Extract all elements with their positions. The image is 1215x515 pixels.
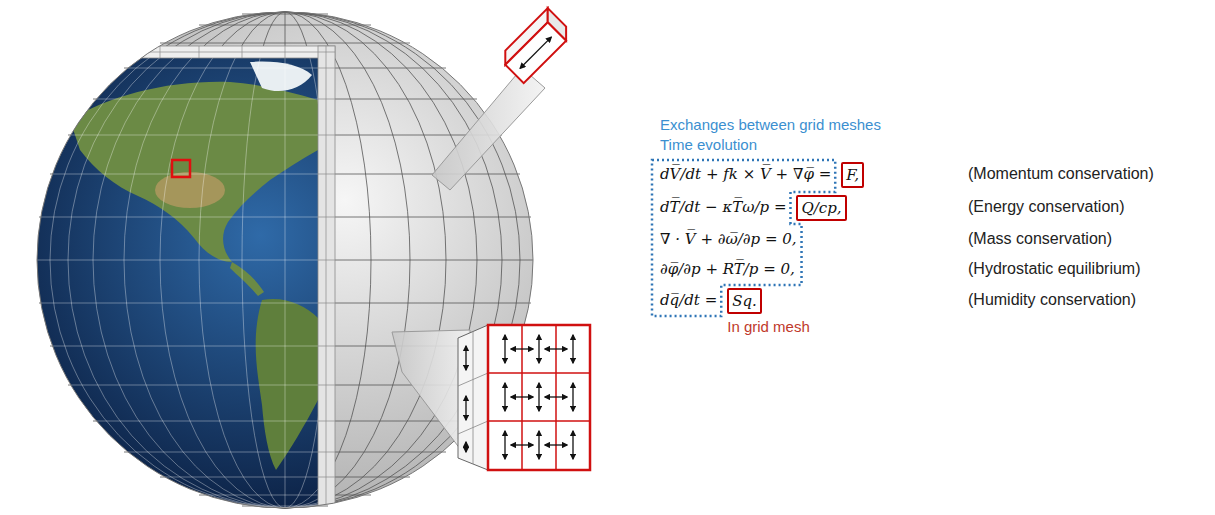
- region-heading: Exchanges between grid meshes: [660, 116, 881, 134]
- equation-part: ∂φ̅/∂p + RT̅/p = 0,: [660, 259, 795, 279]
- note-label: In grid mesh: [727, 317, 810, 337]
- equation-part: dV̅/dt + fk × V̅ + ∇φ̅ =: [660, 164, 831, 184]
- equation-name: (Humidity conservation): [968, 290, 1136, 310]
- box-text: Sq.: [732, 291, 757, 311]
- equation-part: dq̅/dt =: [660, 290, 717, 310]
- region-heading: Time evolution: [660, 136, 757, 154]
- red-box: Q/cp,: [796, 195, 846, 221]
- equation-region: Exchanges between grid meshesTime evolut…: [652, 116, 887, 320]
- box-text: F,: [846, 165, 859, 185]
- red-box: Sq.: [727, 288, 762, 314]
- box-text: Q/cp,: [801, 198, 841, 218]
- equation-name: (Hydrostatic equilibrium): [968, 259, 1141, 279]
- equation-part: ∇ · V̅ + ∂ω̅/∂p = 0,: [660, 229, 797, 249]
- dotted-outline: [652, 160, 835, 316]
- equation-name: (Energy conservation): [968, 197, 1125, 217]
- red-box: F,: [841, 162, 864, 188]
- equation-part: dT̅/dt − κT̅ω/p =: [660, 197, 786, 217]
- equation-name: (Mass conservation): [968, 229, 1112, 249]
- equation-name: (Momentum conservation): [968, 164, 1154, 184]
